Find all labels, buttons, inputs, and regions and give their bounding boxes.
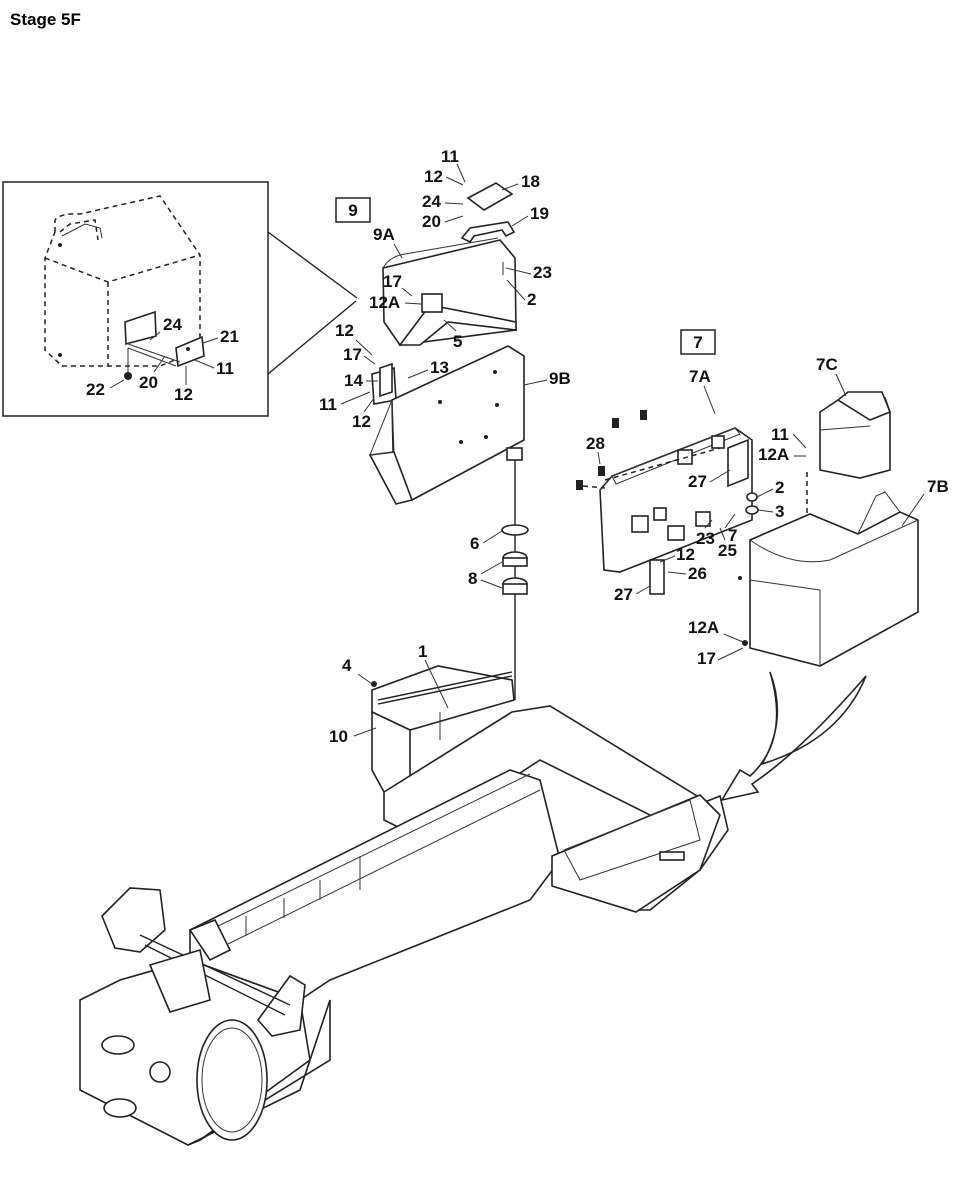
callout-label: 24 (163, 315, 182, 334)
callout-label: 6 (470, 534, 479, 553)
callout-label: 26 (688, 564, 707, 583)
callout-label: 12A (369, 293, 400, 312)
callout-label: 20 (139, 373, 158, 392)
group-7-assembly: 7 (576, 329, 919, 667)
callout-label: 23 (696, 529, 715, 548)
callout-label: 12 (174, 385, 193, 404)
callout-label: 7 (728, 526, 737, 545)
callout-label: 8 (468, 569, 477, 588)
callout-label: 9A (373, 225, 395, 244)
callout-label: 7C (816, 355, 838, 374)
group-9-assembly: 9 (335, 182, 529, 700)
group-label: 9 (348, 201, 357, 220)
callout-label: 25 (718, 541, 737, 560)
page-title: Stage 5F (10, 10, 81, 29)
callout-label: 17 (343, 345, 362, 364)
callout-label: 12A (688, 618, 719, 637)
group-box-9 (335, 197, 371, 223)
detail-inset-callouts: 24 21 11 22 20 12 (86, 315, 239, 404)
callout-label: 22 (86, 380, 105, 399)
group-box-7 (680, 329, 716, 355)
callout-label: 13 (430, 358, 449, 377)
callout-label: 2 (527, 290, 536, 309)
callout-label: 24 (422, 192, 441, 211)
callout-label: 10 (329, 727, 348, 746)
callout-label: 12 (352, 412, 371, 431)
group-7-callouts: 7A 7C 28 11 12A 27 2 7B 3 23 7 25 12 26 … (586, 355, 949, 668)
frame-callouts: 4 1 10 (329, 642, 449, 746)
callout-label: 11 (216, 359, 234, 378)
callout-label: 12 (335, 321, 354, 340)
callout-label: 9B (549, 369, 571, 388)
callout-label: 27 (614, 585, 633, 604)
callout-label: 12 (424, 167, 443, 186)
callout-label: 19 (530, 204, 549, 223)
callout-label: 27 (688, 472, 707, 491)
callout-label: 11 (771, 425, 789, 444)
callout-label: 17 (383, 272, 402, 291)
callout-label: 7B (927, 477, 949, 496)
callout-label: 20 (422, 212, 441, 231)
callout-label: 21 (220, 327, 239, 346)
detail-inset (2, 181, 358, 417)
callout-label: 5 (453, 332, 462, 351)
callout-label: 1 (418, 642, 427, 661)
callout-label: 11 (319, 395, 337, 414)
callout-label: 3 (775, 502, 784, 521)
callout-label: 2 (775, 478, 784, 497)
callout-label: 11 (441, 147, 459, 166)
chassis-frame (79, 665, 729, 1146)
callout-label: 18 (521, 172, 540, 191)
callout-label: 28 (586, 434, 605, 453)
group-9-callouts: 11 12 18 24 20 19 9A 23 17 2 12A 12 5 17… (319, 147, 571, 589)
callout-label: 23 (533, 263, 552, 282)
install-direction-arrow (720, 671, 867, 802)
callout-label: 7A (689, 367, 711, 386)
callout-label: 12 (676, 545, 695, 564)
callout-label: 12A (758, 445, 789, 464)
group-label: 7 (693, 333, 702, 352)
callout-label: 4 (342, 656, 352, 675)
callout-label: 17 (697, 649, 716, 668)
callout-label: 14 (344, 371, 363, 390)
